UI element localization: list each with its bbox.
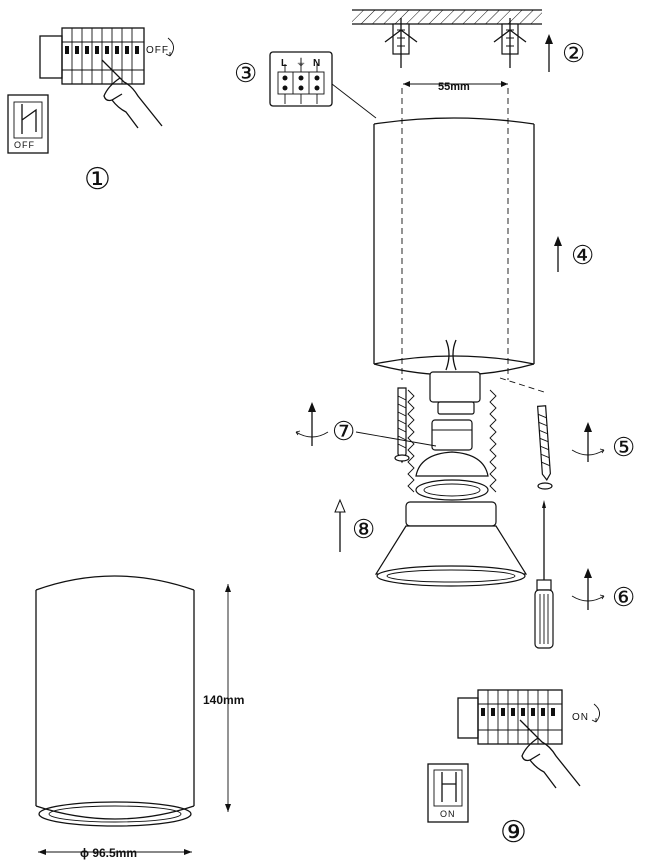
mounting-plate xyxy=(429,339,481,415)
step9-hand-icon xyxy=(519,719,581,789)
terminal-leader-line xyxy=(331,83,377,119)
step1-off-label: OFF xyxy=(146,45,169,56)
gu10-bulb-icon xyxy=(415,451,489,501)
step1-rotate-arrow-icon xyxy=(165,37,174,57)
step6-rotate-up-arrow-icon xyxy=(571,568,605,610)
step9-switch-on-label: ON xyxy=(440,809,456,819)
terminal-live-label: L xyxy=(281,58,287,69)
step9-number: ⑨ xyxy=(500,816,527,849)
step6-number: ⑥ xyxy=(612,582,635,612)
step3-number: ③ xyxy=(234,58,257,88)
step9-rotate-arrow-icon xyxy=(591,703,600,723)
step2-number: ② xyxy=(562,38,585,68)
step1-wall-switch-icon xyxy=(7,94,49,154)
ceiling xyxy=(352,9,542,25)
step8-number: ⑧ xyxy=(352,514,375,544)
screwdriver-icon xyxy=(534,500,554,649)
terminal-earth-label: ⏚ xyxy=(296,57,306,69)
step9-breaker-panel xyxy=(457,689,563,745)
step8-up-arrow-icon xyxy=(334,498,346,552)
step5-rotate-up-arrow-icon xyxy=(571,422,605,462)
step2-up-arrow-icon xyxy=(545,34,553,72)
screw-left-icon xyxy=(394,387,410,464)
step4-up-arrow-icon xyxy=(554,236,562,272)
finished-lamp xyxy=(35,575,195,827)
step7-number: ⑦ xyxy=(332,416,355,446)
step4-number: ④ xyxy=(571,240,594,270)
terminal-neutral-label: N xyxy=(313,58,320,69)
terminal-block xyxy=(269,51,333,107)
cylinder-housing xyxy=(373,88,535,380)
step1-number: ① xyxy=(84,163,111,196)
step9-on-label: ON xyxy=(572,712,589,723)
anchor-spacing-label: 55mm xyxy=(438,81,470,93)
reflector-cup xyxy=(374,501,528,587)
lamp-socket xyxy=(431,419,473,451)
springs xyxy=(407,389,497,493)
step7-rotate-up-arrow-icon xyxy=(295,402,329,446)
wall-anchor-left-icon xyxy=(384,18,418,68)
diameter-label: ϕ 96.5mm xyxy=(80,846,137,860)
step9-wall-switch-icon xyxy=(427,763,469,823)
screw-guide-line xyxy=(499,377,545,393)
step5-number: ⑤ xyxy=(612,432,635,462)
step1-breaker-panel xyxy=(39,27,145,85)
screw-right-icon xyxy=(536,405,553,490)
diameter-dimension xyxy=(38,849,192,855)
step7-leader-line xyxy=(355,431,437,447)
height-label: 140mm xyxy=(203,693,244,707)
step1-switch-off-label: OFF xyxy=(14,140,35,150)
anchor-spacing-dimension xyxy=(403,81,508,87)
wall-anchor-right-icon xyxy=(493,18,527,68)
step1-hand-icon xyxy=(101,59,163,129)
height-dimension xyxy=(225,584,231,812)
